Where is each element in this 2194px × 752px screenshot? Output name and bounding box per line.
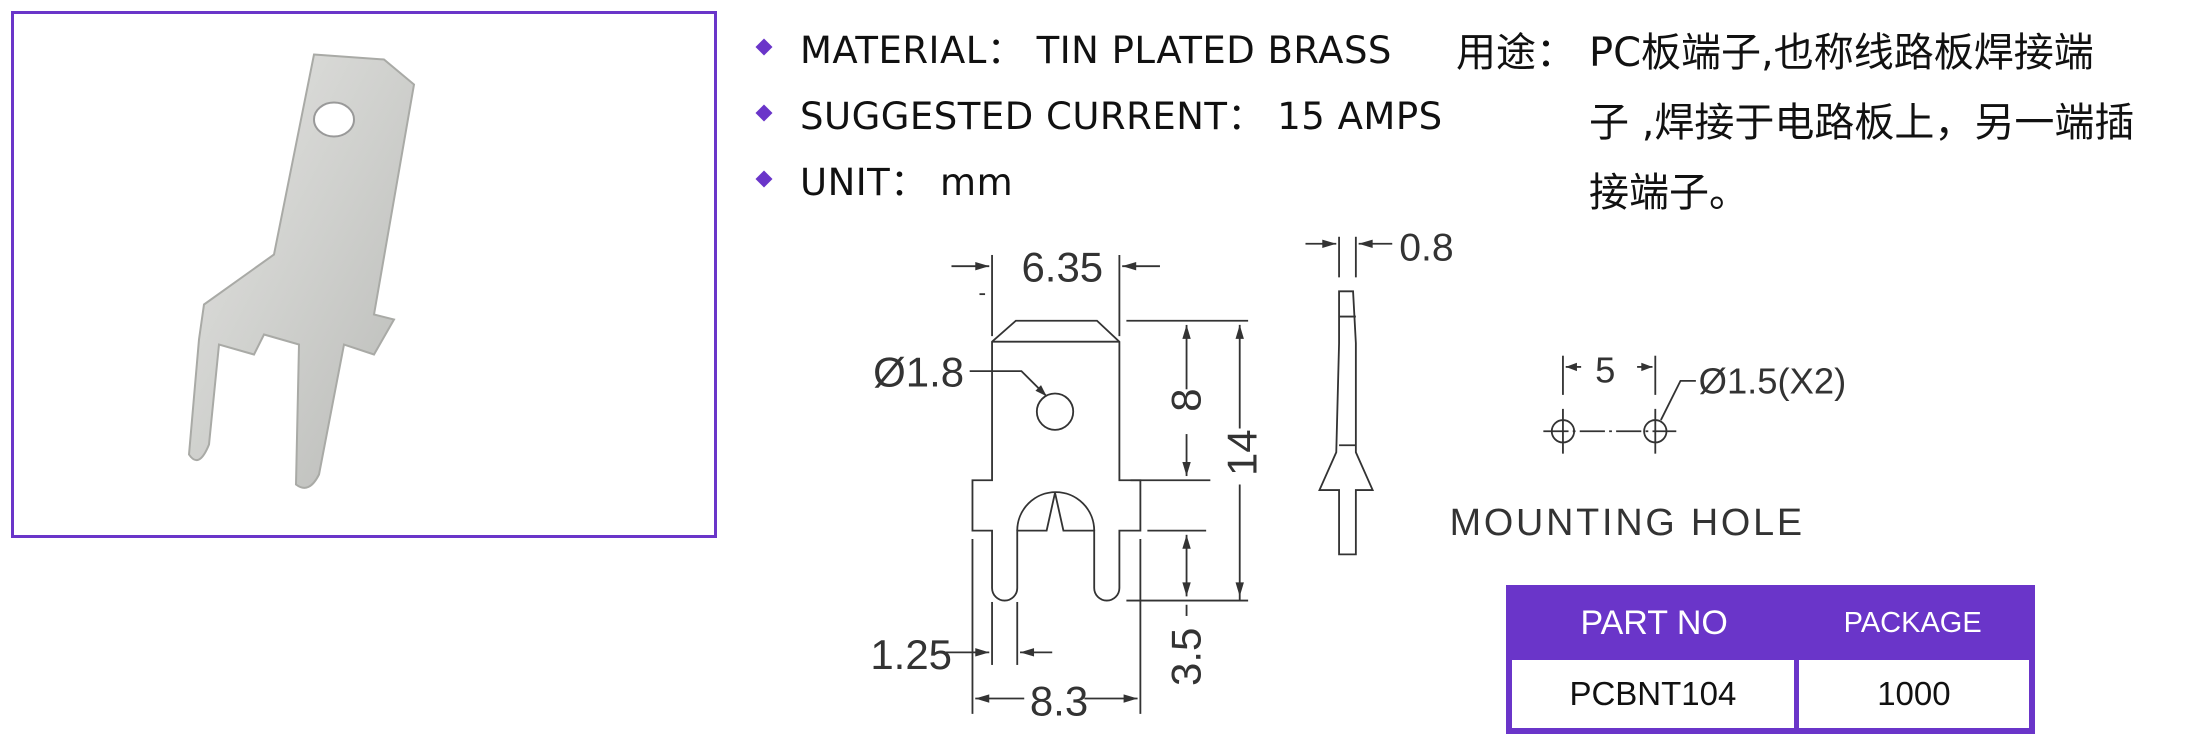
spec-current: SUGGESTED CURRENT： 15 AMPS — [752, 80, 1443, 146]
bullet-diamond-icon — [755, 104, 773, 122]
header-part-no: PART NO — [1580, 603, 1728, 642]
usage-line: 子 ,焊接于电路板上，另一端插 — [1589, 100, 2135, 146]
terminal-photo-image — [187, 53, 416, 489]
spec-list: MATERIAL： TIN PLATED BRASS SUGGESTED CUR… — [752, 14, 1443, 212]
dim-mount-hole: Ø1.5(X2) — [1699, 360, 1847, 401]
hole-circle — [1035, 392, 1075, 431]
dim-total-width: 8.3 — [1030, 677, 1088, 724]
side-view-outline — [1318, 290, 1375, 556]
mount-hole-left — [1550, 419, 1576, 444]
bullet-diamond-icon — [755, 170, 773, 188]
mount-hole-right — [1643, 419, 1668, 444]
product-photo — [11, 11, 717, 538]
dim-pin-width: 1.25 — [870, 631, 952, 678]
part-table: PART NO PACKAGE PCBNT104 1000 — [1506, 585, 2035, 734]
spec-material: MATERIAL： TIN PLATED BRASS — [752, 14, 1443, 80]
dim-width-top: 6.35 — [1021, 244, 1103, 291]
header-package: PACKAGE — [1843, 606, 1982, 639]
table-row: PCBNT104 1000 — [1506, 655, 2035, 734]
mounting-hole-label: MOUNTING HOLE — [1450, 502, 1805, 544]
spec-unit: UNIT： mm — [752, 146, 1443, 212]
dim-hole-dia: Ø1.8 — [873, 348, 964, 395]
dim-thickness: 0.8 — [1399, 227, 1453, 270]
cell-part-no: PCBNT104 — [1506, 655, 1799, 734]
spec-text: MATERIAL： TIN PLATED BRASS — [800, 29, 1392, 72]
dim-height-8: 8 — [1163, 388, 1210, 411]
spec-text: SUGGESTED CURRENT： 15 AMPS — [800, 95, 1443, 138]
terminal-outline — [971, 319, 1142, 602]
spec-text: UNIT： mm — [800, 161, 1014, 204]
cell-package: 1000 — [1793, 655, 2035, 734]
slot-arch — [1016, 491, 1096, 531]
dim-pin-length: 3.5 — [1163, 628, 1210, 686]
bullet-diamond-icon — [755, 38, 773, 56]
usage-line: 接端子。 — [1589, 170, 1749, 216]
dim-height-14: 14 — [1219, 429, 1266, 476]
dim-mount-spacing: 5 — [1595, 349, 1615, 390]
table-header-row: PART NO PACKAGE — [1509, 588, 2032, 658]
usage-line: PC板端子,也称线路板焊接端 — [1589, 30, 2094, 76]
usage-label: 用途： — [1456, 30, 1576, 76]
